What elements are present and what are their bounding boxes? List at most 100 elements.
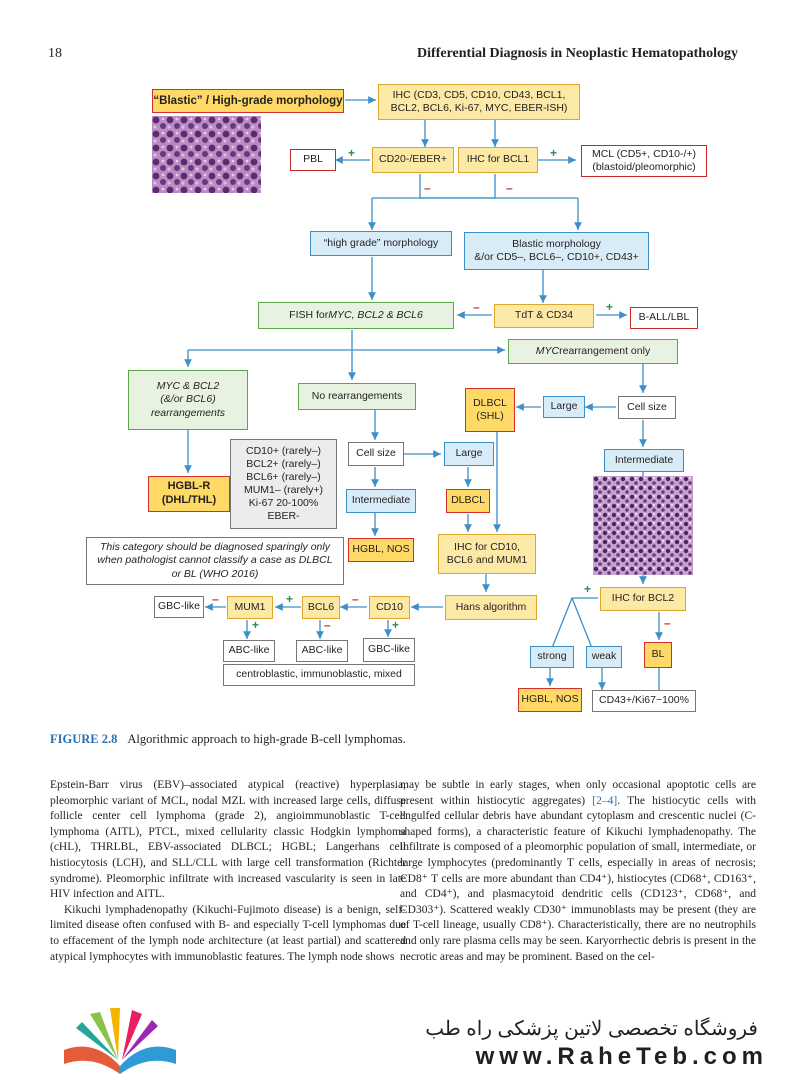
sign-minus-bcl6-down: –	[324, 618, 331, 632]
mcl-line-2: (blastoid/pleomorphic)	[592, 161, 696, 173]
sign-minus-tdt: –	[473, 300, 480, 314]
mcl-box: MCL (CD5+, CD10-/+) (blastoid/pleomorphi…	[581, 145, 707, 177]
note-line-1: This category should be diagnosed sparin…	[100, 541, 330, 554]
sign-plus-tdt: +	[606, 300, 614, 314]
profile-item-6: EBER-	[267, 510, 300, 523]
ihc-cd10-line-2: BCL6 and MUM1	[446, 554, 528, 566]
abc-like-box-2: ABC-like	[296, 640, 348, 662]
cell-size-box-right: Cell size	[618, 396, 676, 419]
footer-watermark	[0, 992, 810, 1079]
figure-caption: FIGURE 2.8 Algorithmic approach to high-g…	[50, 732, 406, 747]
cd20-eber-box: CD20-/EBER+	[372, 147, 454, 173]
histology-image-1	[152, 116, 261, 193]
sign-minus-mum1: –	[212, 592, 219, 606]
intermediate-box-right: Intermediate	[604, 449, 684, 472]
myc-only-gene: MYC	[535, 344, 560, 357]
book-logo-icon	[64, 1008, 176, 1074]
blastic-morphology-cd-box: Blastic morphology &/or CD5–, BCL6–, CD1…	[464, 232, 649, 270]
mum1-box: MUM1	[227, 596, 273, 619]
ihc-panel-line-2: BCL2, BCL6, Ki-67, MYC, EBER-ISH)	[390, 102, 568, 114]
ihc-panel-line-1: IHC (CD3, CD5, CD10, CD43, BCL1,	[392, 88, 566, 101]
profile-item-1: CD10+ (rarely–)	[246, 444, 321, 457]
right-text-a: may be subtle in early stages, when only…	[400, 779, 756, 807]
sign-plus-bcl2: +	[584, 582, 592, 596]
ihc-panel-box: IHC (CD3, CD5, CD10, CD43, BCL1, BCL2, B…	[378, 84, 580, 120]
flowchart-connectors	[184, 96, 663, 690]
hgbl-r-box: HGBL-R (DHL/THL)	[148, 476, 230, 512]
ihc-profile-list: CD10+ (rarely–) BCL2+ (rarely–) BCL6+ (r…	[230, 439, 337, 529]
gbc-like-box-2: GBC-like	[363, 638, 415, 662]
citation-link[interactable]: [2–4]	[592, 794, 618, 807]
sign-minus-cd10: –	[352, 592, 359, 606]
histology-image-2	[593, 476, 693, 575]
profile-item-4: MUM1– (rarely+)	[243, 484, 324, 496]
abc-like-box-1: ABC-like	[223, 640, 275, 662]
hgbl-r-line-2: (DHL/THL)	[161, 494, 217, 506]
high-grade-morphology-box: “high grade” morphology	[310, 231, 452, 256]
right-text-b: . The histiocytic cells with engulfed ce…	[400, 794, 756, 963]
sign-plus-pbl: +	[348, 146, 356, 160]
dlbcl-shl-line-2: (SHL)	[476, 410, 504, 422]
tdt-cd34-box: TdT & CD34	[494, 304, 594, 328]
centroblastic-box: centroblastic, immunoblastic, mixed	[223, 664, 415, 686]
no-rearrangements-box: No rearrangements	[298, 383, 416, 410]
blastic-morph-line-2: &/or CD5–, BCL6–, CD10+, CD43+	[474, 251, 639, 263]
footer-website[interactable]: www.RaheTeb.com	[475, 1043, 768, 1070]
myc-bcl2-line-1: MYC & BCL2	[156, 380, 220, 393]
fish-prefix: FISH for	[289, 308, 329, 321]
mcl-line-1: MCL (CD5+, CD10-/+)	[591, 147, 697, 160]
ihc-cd10-line-1: IHC for CD10,	[454, 540, 520, 553]
profile-item-5: Ki-67 20-100%	[248, 497, 319, 510]
weak-box: weak	[586, 646, 622, 668]
strong-box: strong	[530, 646, 574, 668]
fish-box: FISH for MYC, BCL2 & BCL6	[258, 302, 454, 329]
sign-plus-bcl6: +	[286, 592, 294, 606]
myc-only-text: rearrangement only	[559, 344, 651, 357]
figure-caption-text: Algorithmic approach to high-grade B-cel…	[127, 732, 406, 746]
running-title: Differential Diagnosis in Neoplastic Hem…	[417, 46, 738, 61]
page-number: 18	[48, 46, 62, 61]
profile-item-2: BCL2+ (rarely–)	[246, 457, 321, 470]
fish-genes: MYC, BCL2 & BCL6	[328, 308, 423, 321]
dlbcl-box: DLBCL	[446, 489, 490, 513]
myc-bcl2-rearrangement-box: MYC & BCL2 (&/or BCL6) rearrangements	[128, 370, 248, 430]
sign-minus-cd20: –	[424, 181, 431, 195]
footer-persian-text: فروشگاه تخصصی لاتین پزشکی راه طب	[425, 1018, 758, 1040]
gbc-like-box: GBC-like	[154, 596, 204, 618]
bl-box: BL	[644, 642, 672, 668]
right-column: may be subtle in early stages, when only…	[400, 778, 756, 965]
hgbl-nos-box-right: HGBL, NOS	[518, 688, 582, 712]
hgbl-nos-box-middle: HGBL, NOS	[348, 538, 414, 562]
myc-bcl2-line-2: (&/or BCL6)	[160, 393, 216, 406]
intermediate-box-middle: Intermediate	[346, 489, 416, 513]
cell-size-box-middle: Cell size	[348, 442, 404, 466]
left-paragraph-1: Epstein-Barr virus (EBV)–associated atyp…	[50, 779, 406, 901]
hans-algorithm-box: Hans algorithm	[445, 595, 537, 620]
bcl6-box: BCL6	[302, 596, 340, 619]
cd10-box: CD10	[369, 596, 410, 619]
sparing-note-box: This category should be diagnosed sparin…	[86, 537, 344, 585]
left-paragraph-2: Kikuchi lymphadenopathy (Kikuchi-Fujimot…	[50, 903, 406, 963]
sign-minus-bcl1: –	[506, 181, 513, 195]
sign-minus-bcl2: –	[664, 616, 671, 630]
cd43-ki67-box: CD43+/Ki67~100%	[592, 690, 696, 712]
blastic-morph-line-1: Blastic morphology	[512, 237, 601, 250]
pbl-box: PBL	[290, 149, 336, 171]
myc-only-box: MYC rearrangement only	[508, 339, 678, 364]
note-line-2: when pathologist cannot classify a case …	[97, 554, 333, 567]
blastic-morphology-box: “Blastic” / High-grade morphology	[152, 89, 344, 113]
dlbcl-shl-line-1: DLBCL	[473, 396, 507, 409]
profile-item-3: BCL6+ (rarely–)	[246, 470, 321, 483]
sign-plus-cd10-down: +	[392, 618, 400, 632]
sign-plus-mum1-down: +	[252, 618, 260, 632]
right-paragraph-1: may be subtle in early stages, when only…	[400, 778, 756, 965]
hgbl-r-line-1: HGBL-R	[167, 480, 211, 493]
sign-plus-mcl: +	[550, 146, 558, 160]
large-box-middle: Large	[444, 442, 494, 466]
myc-bcl2-line-3: rearrangements	[150, 406, 226, 419]
dlbcl-shl-box: DLBCL (SHL)	[465, 388, 515, 432]
large-box-right: Large	[543, 396, 585, 418]
ihc-bcl2-box: IHC for BCL2	[600, 587, 686, 611]
ihc-bcl1-box: IHC for BCL1	[458, 147, 538, 173]
figure-label: FIGURE 2.8	[50, 732, 118, 746]
